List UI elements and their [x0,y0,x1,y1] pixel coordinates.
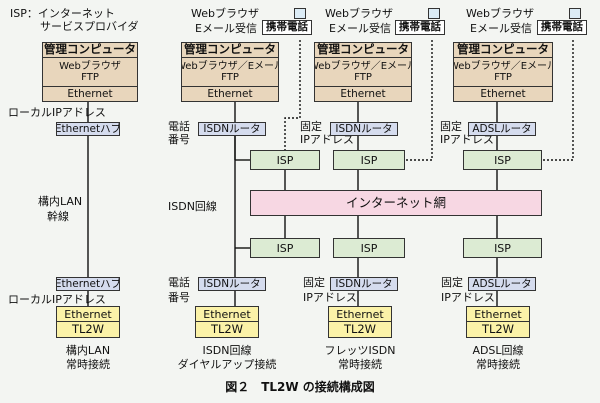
pc-app-2: FTP [494,72,512,83]
terminal-nic: Ethernet [467,307,529,322]
figure-caption: 図２ TL2W の接続構成図 [225,380,375,394]
fixed-ip-label-lower-1: 固定 [303,276,325,289]
mobile-browser-label-4: Webブラウザ [466,7,534,20]
bottom-label-2b: ダイヤルアップ接続 [177,358,277,371]
isp-upper-2: ISP [333,150,405,170]
terminal-nic: Ethernet [329,307,391,322]
pc-app-2: FTP [354,72,372,83]
fixed-ip-label-lower-2: IPアドレス [441,291,495,304]
management-computer-4: 管理コンピュータ Webブラウザ／Eメール FTP Ethernet [453,42,553,102]
adsl-router-upper: ADSLルータ [468,122,536,136]
legend-line-1: ISP：インターネット [10,7,115,20]
pc-apps: Webブラウザ／Eメール FTP [315,58,411,87]
pc-nic: Ethernet [480,88,526,101]
isdn-router-upper-2: ISDNルータ [198,122,266,136]
isp-lower-2: ISP [333,238,405,258]
fixed-ip-label-upper-2: IPアドレス [440,133,494,146]
internet-network: インターネット網 [250,190,542,216]
tl2w-terminal-4: Ethernet TL2W [466,306,530,338]
bottom-label-4a: ADSL回線 [472,344,524,357]
ethernet-hub-upper: Ethernetハブ [56,122,120,136]
legend-line-2: サービスプロバイダ [40,20,139,33]
mobile-browser-label-3: Webブラウザ [325,7,393,20]
local-ip-label-lower: ローカルIPアドレス [8,293,106,306]
pc-nic: Ethernet [207,88,253,101]
tl2w-terminal-2: Ethernet TL2W [195,306,259,338]
mobile-screen-icon [294,8,306,19]
mobile-phone-3: 携帯電話 [395,20,445,35]
mobile-email-label-4: Eメール受信 [470,22,532,35]
phone-number-label-upper-2: 番号 [168,133,190,146]
pc-app-1: Webブラウザ／Eメール [453,60,553,72]
local-ip-label-upper: ローカルIPアドレス [8,106,106,119]
pc-title: 管理コンピュータ [454,43,552,58]
management-computer-2: 管理コンピュータ Webブラウザ／Eメール FTP Ethernet [181,42,279,102]
pc-nic: Ethernet [340,88,386,101]
pc-apps: Webブラウザ／Eメール FTP [454,58,552,87]
fixed-ip-label-upper-1: 固定 [440,120,462,133]
phone-number-label-lower-1: 電話 [168,276,190,289]
isp-lower-1: ISP [250,238,320,258]
mobile-email-label-2: Eメール受信 [195,22,257,35]
pc-title: 管理コンピュータ [43,42,137,58]
isp-lower-3: ISP [463,238,542,258]
pc-app-2: FTP [221,72,239,83]
terminal-name: TL2W [343,321,377,336]
mobile-email-label-3: Eメール受信 [329,22,391,35]
pc-nic: Ethernet [67,88,113,101]
bottom-label-4b: 常時接続 [476,358,520,371]
isdn-router-upper-3: ISDNルータ [330,122,398,136]
mobile-phone-2: 携帯電話 [262,20,312,35]
tl2w-terminal-1: Ethernet TL2W [56,306,120,338]
pc-app-2: FTP [81,72,99,83]
lan-backbone-label-2: 幹線 [47,210,69,223]
management-computer-1: 管理コンピュータ Webブラウザ FTP Ethernet [42,42,138,102]
lan-backbone-label-1: 構内LAN [38,195,83,208]
phone-number-label-lower-2: 番号 [168,291,190,304]
pc-apps: Webブラウザ／Eメール FTP [182,58,278,87]
tl2w-terminal-3: Ethernet TL2W [328,306,392,338]
pc-title: 管理コンピュータ [315,42,411,58]
pc-apps: Webブラウザ FTP [43,58,137,87]
pc-app-1: Webブラウザ／Eメール [314,60,412,72]
isdn-router-lower-2: ISDNルータ [198,277,266,291]
pc-title: 管理コンピュータ [182,42,278,58]
mobile-phone-4: 携帯電話 [537,20,587,35]
isp-upper-1: ISP [250,150,320,170]
terminal-name: TL2W [481,321,515,336]
bottom-label-1a: 構内LAN [65,344,111,357]
ethernet-hub-lower: Ethernetハブ [56,277,120,291]
bottom-label-2a: ISDN回線 [202,344,252,357]
terminal-nic: Ethernet [196,307,258,322]
isdn-router-lower-3: ISDNルータ [330,277,398,291]
mobile-screen-icon [569,8,581,19]
terminal-name: TL2W [71,321,105,336]
pc-app-1: Webブラウザ [59,60,121,72]
fixed-ip-label-upper-1: 固定 [300,120,322,133]
bottom-label-3b: 常時接続 [338,358,382,371]
terminal-nic: Ethernet [57,307,119,322]
adsl-router-lower: ADSLルータ [468,277,536,291]
isdn-line-label: ISDN回線 [168,200,217,213]
management-computer-3: 管理コンピュータ Webブラウザ／Eメール FTP Ethernet [314,42,412,102]
phone-number-label-upper-1: 電話 [168,120,190,133]
fixed-ip-label-upper-2: IPアドレス [300,133,354,146]
mobile-screen-icon [428,8,440,19]
fixed-ip-label-lower-2: IPアドレス [303,291,357,304]
terminal-name: TL2W [210,321,244,336]
mobile-browser-label-2: Webブラウザ [191,7,259,20]
pc-app-1: Webブラウザ／Eメール [181,60,279,72]
isp-upper-3: ISP [463,150,542,170]
bottom-label-3a: フレッツISDN [324,344,396,357]
fixed-ip-label-lower-1: 固定 [441,276,463,289]
bottom-label-1b: 常時接続 [66,358,110,371]
